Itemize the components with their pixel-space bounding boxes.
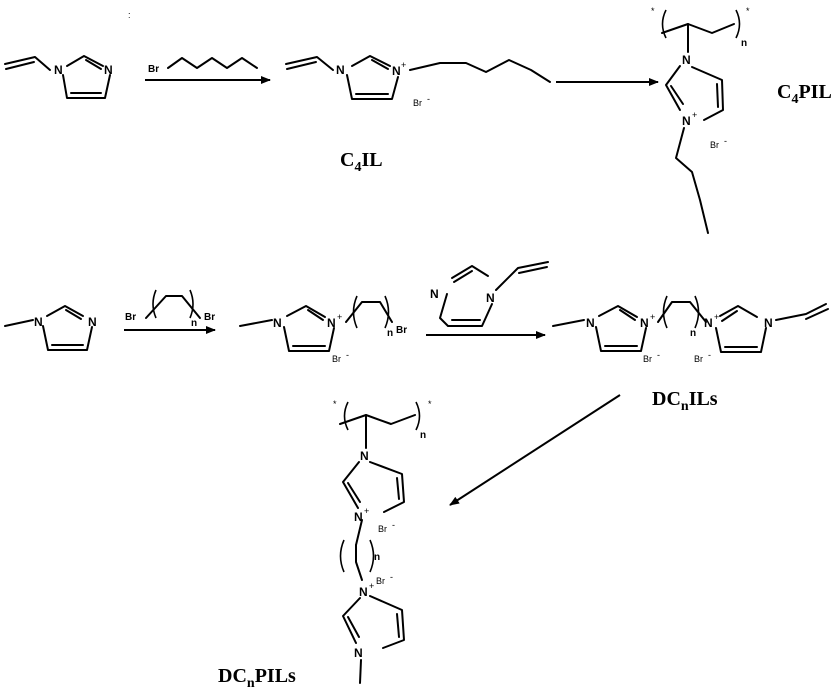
charge-plus: + bbox=[714, 312, 719, 322]
charge-plus: + bbox=[337, 312, 342, 322]
atom-br: Br bbox=[413, 98, 422, 108]
charge-minus: - bbox=[392, 520, 395, 530]
charge-minus: - bbox=[724, 136, 727, 146]
atom-n-plus: N bbox=[327, 316, 336, 330]
label-c4pil: C4PIL bbox=[777, 81, 832, 107]
charge-plus: + bbox=[369, 581, 374, 591]
charge-plus: + bbox=[650, 312, 655, 322]
vinylimidazole-molecule: N N bbox=[4, 55, 113, 99]
label-dcnpils: DCnPILs bbox=[218, 665, 296, 689]
atom-n-plus: N bbox=[359, 585, 368, 599]
atom-n: N bbox=[336, 63, 345, 77]
stray-mark: : bbox=[128, 10, 131, 20]
repeat-n: n bbox=[741, 38, 747, 49]
chain-end-star: * bbox=[651, 6, 655, 16]
atom-br: Br bbox=[125, 312, 136, 323]
atom-br: Br bbox=[643, 354, 652, 364]
atom-n: N bbox=[360, 449, 369, 463]
charge-minus: - bbox=[708, 350, 711, 360]
charge-plus: + bbox=[692, 110, 697, 120]
atom-n: N bbox=[54, 63, 63, 77]
atom-br: Br bbox=[378, 524, 387, 534]
repeat-n: n bbox=[420, 430, 426, 441]
chain-end-star: * bbox=[333, 399, 337, 409]
charge-minus: - bbox=[390, 572, 393, 582]
reaction-arrow bbox=[449, 394, 621, 506]
charge-minus: - bbox=[657, 350, 660, 360]
bromobutane-reagent: Br bbox=[148, 57, 258, 75]
atom-n: N bbox=[764, 316, 773, 330]
atom-n-plus: N bbox=[704, 316, 713, 330]
bromoalkyl-imidazolium-intermediate: N N + n Br Br - bbox=[239, 295, 407, 364]
repeat-n: n bbox=[374, 552, 380, 563]
atom-br: Br bbox=[204, 312, 215, 323]
charge-minus: - bbox=[427, 94, 430, 104]
chain-end-star: * bbox=[428, 399, 432, 409]
atom-n: N bbox=[104, 63, 113, 77]
atom-n: N bbox=[34, 315, 43, 329]
atom-n: N bbox=[88, 315, 97, 329]
methylimidazole-molecule: N N bbox=[4, 305, 97, 351]
repeat-n: n bbox=[191, 318, 197, 329]
c4il-molecule: N N + Br - bbox=[285, 55, 551, 108]
label-dcnils: DCnILs bbox=[652, 388, 718, 414]
vinylimidazole-reagent: N N bbox=[430, 261, 549, 327]
repeat-n: n bbox=[387, 328, 393, 339]
atom-n: N bbox=[354, 646, 363, 660]
dcnpils-polymer: * n * n N N + Br - N + Br - N bbox=[333, 399, 432, 684]
atom-br: Br bbox=[396, 325, 407, 336]
charge-plus: + bbox=[364, 506, 369, 516]
atom-br: Br bbox=[694, 354, 703, 364]
atom-br: Br bbox=[710, 140, 719, 150]
dcnils-molecule: N N + n N + N Br - Br - bbox=[552, 295, 829, 364]
atom-br: Br bbox=[332, 354, 341, 364]
atom-n: N bbox=[430, 287, 439, 301]
label-c4il: C4IL bbox=[340, 149, 383, 175]
atom-n-plus: N bbox=[354, 510, 363, 524]
charge-minus: - bbox=[346, 350, 349, 360]
atom-n-plus: N bbox=[392, 64, 401, 78]
atom-n: N bbox=[273, 316, 282, 330]
chain-end-star: * bbox=[746, 6, 750, 16]
dibromoalkane-reagent: Br n Br bbox=[125, 289, 215, 329]
atom-n: N bbox=[682, 53, 691, 67]
atom-n: N bbox=[586, 316, 595, 330]
repeat-n: n bbox=[690, 328, 696, 339]
charge-plus: + bbox=[401, 60, 406, 70]
atom-n-plus: N bbox=[682, 114, 691, 128]
c4pil-polymer: * n * N N + Br - bbox=[651, 6, 750, 234]
atom-n-plus: N bbox=[640, 316, 649, 330]
atom-br: Br bbox=[148, 64, 159, 75]
atom-n: N bbox=[486, 291, 495, 305]
atom-br: Br bbox=[376, 576, 385, 586]
